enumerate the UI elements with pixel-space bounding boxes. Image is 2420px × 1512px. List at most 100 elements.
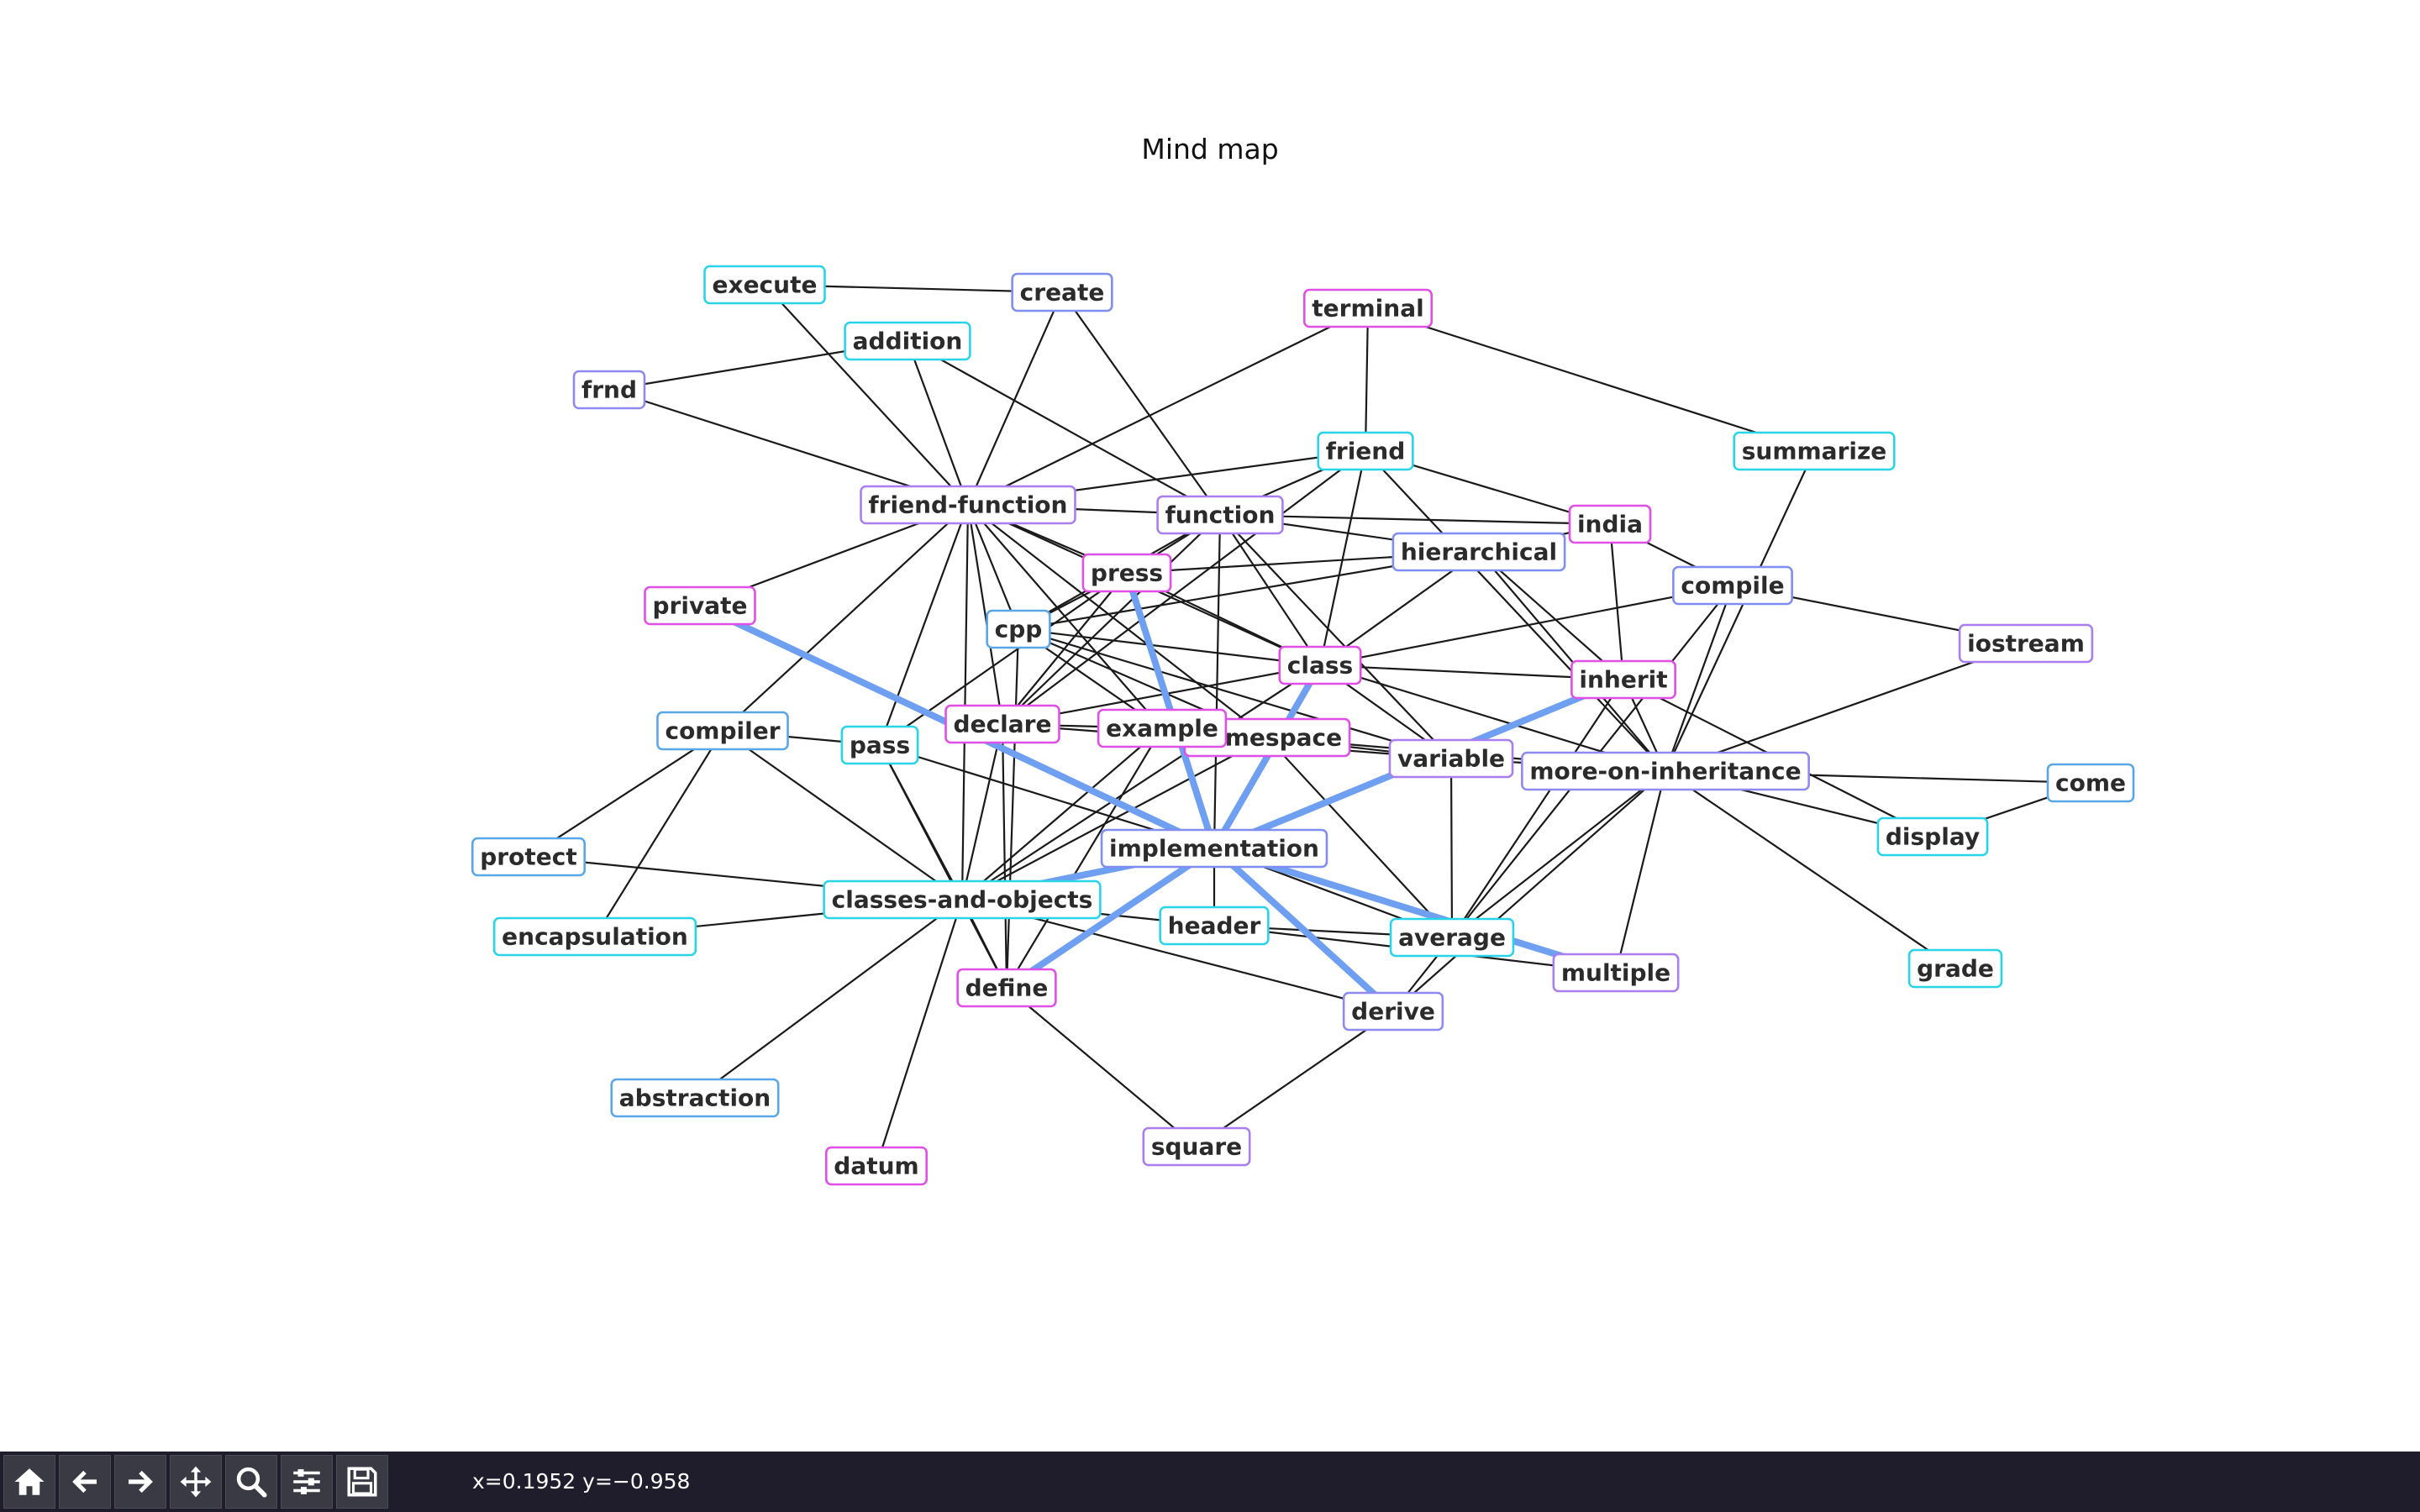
node-label-display: display <box>1886 823 1980 851</box>
highlight-edge-implementation-multiple <box>1211 845 1619 976</box>
edge-example-classes-and-objects <box>960 727 1164 901</box>
node-box-execute <box>703 265 826 305</box>
edge-addition-friend-function <box>906 339 970 507</box>
highlight-edge-implementation-define <box>1003 845 1218 991</box>
node-box-inherit <box>1570 659 1676 700</box>
node-box-protect <box>471 837 587 877</box>
node-box-compiler <box>656 711 789 751</box>
edge-square-derive <box>1195 1010 1395 1148</box>
node-square: square <box>1142 1126 1251 1167</box>
edge-define-square <box>1005 986 1198 1148</box>
edge-friend-function-cpp <box>966 503 1020 631</box>
node-header: header <box>1159 906 1270 946</box>
back-button[interactable] <box>59 1455 111 1509</box>
node-label-protect: protect <box>480 843 576 871</box>
node-multiple: multiple <box>1552 953 1680 993</box>
node-india: india <box>1568 504 1652 544</box>
node-label-square: square <box>1151 1133 1242 1161</box>
node-box-classes-and-objects <box>823 879 1102 920</box>
node-example: example <box>1097 708 1228 748</box>
node-label-press: press <box>1091 559 1163 587</box>
node-box-implementation <box>1100 828 1328 869</box>
edge-execute-friend-function <box>763 283 970 507</box>
node-label-declare: declare <box>954 711 1052 738</box>
node-box-derive <box>1342 991 1444 1032</box>
node-implementation: implementation <box>1100 828 1328 869</box>
save-icon <box>347 1467 377 1497</box>
node-encapsulation: encapsulation <box>492 916 697 957</box>
node-box-header <box>1159 906 1270 946</box>
home-icon <box>14 1468 45 1495</box>
node-datum: datum <box>824 1146 929 1186</box>
node-box-more-on-inheritance <box>1521 751 1810 791</box>
edge-namespace-average <box>1265 736 1454 939</box>
edge-compiler-encapsulation <box>593 729 724 938</box>
node-box-friend-function <box>860 485 1076 525</box>
node-box-come <box>2046 763 2135 803</box>
node-label-encapsulation: encapsulation <box>502 923 688 951</box>
node-box-class <box>1278 645 1362 685</box>
node-more-on-inheritance: more-on-inheritance <box>1521 751 1810 791</box>
plot-toolbar: x=0.1952 y=−0.958 <box>0 1452 2420 1512</box>
edge-compile-more-on-inheritance <box>1664 584 1734 773</box>
save-button[interactable] <box>336 1455 388 1509</box>
node-box-declare <box>944 704 1060 744</box>
edge-more-on-inheritance-multiple <box>1614 769 1667 974</box>
node-label-variable: variable <box>1397 745 1505 773</box>
edge-friend-declare <box>1001 449 1367 726</box>
zoom-icon <box>236 1467 267 1498</box>
edge-friend-function-classes-and-objects <box>960 503 970 901</box>
pan-icon <box>180 1466 212 1498</box>
edges-layer <box>527 283 2092 1168</box>
edge-press-pass <box>878 571 1128 747</box>
diagram-title: Mind map <box>1141 133 1279 165</box>
node-box-frnd <box>572 370 646 410</box>
edge-example-define <box>1005 727 1164 990</box>
node-label-multiple: multiple <box>1561 959 1670 987</box>
node-frnd: frnd <box>572 370 646 410</box>
node-create: create <box>1011 272 1113 312</box>
home-button[interactable] <box>3 1455 55 1509</box>
node-label-grade: grade <box>1917 955 1994 983</box>
edge-class-classes-and-objects <box>960 664 1322 901</box>
node-press: press <box>1081 553 1172 593</box>
node-box-pass <box>840 725 919 765</box>
coordinate-readout: x=0.1952 y=−0.958 <box>472 1469 691 1494</box>
node-private: private <box>644 585 756 626</box>
node-label-abstraction: abstraction <box>619 1084 771 1112</box>
node-abstraction: abstraction <box>610 1078 780 1118</box>
pan-button[interactable] <box>170 1455 222 1509</box>
node-box-encapsulation <box>492 916 697 957</box>
node-box-function <box>1156 495 1284 535</box>
edge-function-india <box>1218 513 1612 526</box>
node-function: function <box>1156 495 1284 535</box>
node-label-derive: derive <box>1351 998 1435 1026</box>
edge-declare-define <box>1001 722 1008 990</box>
node-box-iostream <box>1958 623 2094 664</box>
node-box-multiple <box>1552 953 1680 993</box>
node-label-example: example <box>1106 715 1218 743</box>
edge-more-on-inheritance-derive <box>1392 769 1667 1013</box>
edge-function-declare <box>1001 513 1222 726</box>
node-inherit: inherit <box>1570 659 1676 700</box>
node-box-addition <box>844 321 971 361</box>
edge-function-variable <box>1218 513 1453 760</box>
back-icon <box>72 1470 97 1494</box>
edge-addition-function <box>906 339 1222 517</box>
edge-friend-more-on-inheritance <box>1364 449 1667 773</box>
node-declare: declare <box>944 704 1060 744</box>
zoom-button[interactable] <box>225 1455 277 1509</box>
node-box-create <box>1011 272 1113 312</box>
node-label-friend: friend <box>1326 438 1406 465</box>
node-label-inherit: inherit <box>1579 666 1667 694</box>
node-box-compile <box>1672 565 1793 606</box>
edge-iostream-more-on-inheritance <box>1664 642 2028 773</box>
node-addition: addition <box>844 321 971 361</box>
forward-button[interactable] <box>114 1455 166 1509</box>
node-label-function: function <box>1165 501 1276 529</box>
node-box-square <box>1142 1126 1251 1167</box>
node-execute: execute <box>703 265 826 305</box>
node-come: come <box>2046 763 2135 803</box>
configure-icon <box>293 1469 320 1494</box>
configure-subplots-button[interactable] <box>281 1455 333 1509</box>
